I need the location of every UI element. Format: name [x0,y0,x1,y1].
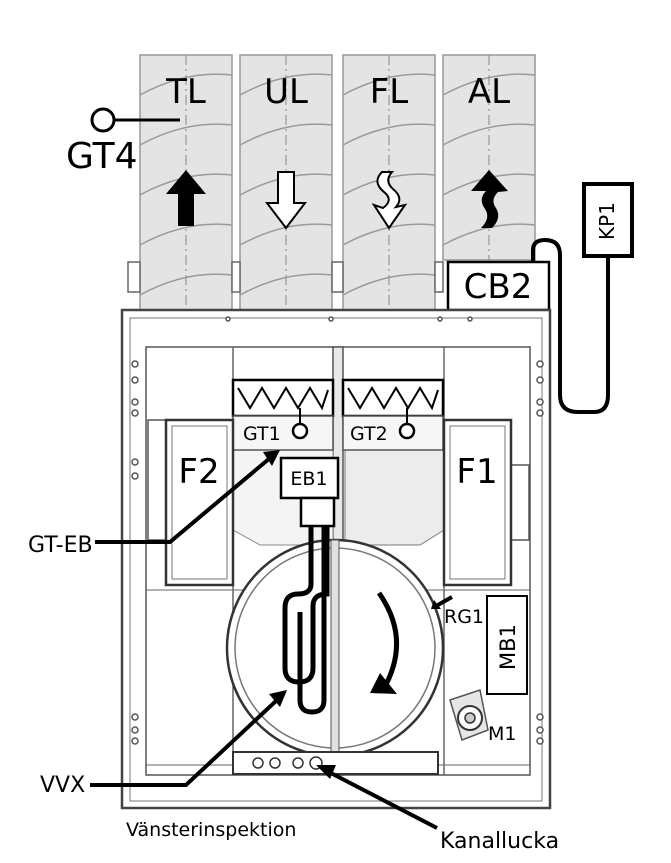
vvx-label: VVX [40,773,85,798]
arrow-down-outline-icon [264,171,308,230]
fan-f2: F2 [147,418,235,587]
kp1-hose [531,237,610,414]
mounting-rail [127,261,444,293]
duct-label-ul: UL [264,72,308,112]
kanallucka-label: Kanallucka [440,829,559,854]
gt1-sensor-icon [291,422,309,440]
f1-label: F1 [456,452,497,492]
rg1-label: RG1 [444,606,484,628]
gt4-sensor: GT4 [66,107,180,177]
kp1-label: KP1 [595,202,619,240]
caption: Vänsterinspektion [126,819,296,841]
mb1-label: MB1 [496,624,520,670]
arrow-up-wavy-solid-icon [471,170,508,228]
cb2-label: CB2 [464,267,533,307]
duct-al: AL [442,54,536,261]
duct-label-al: AL [468,72,510,112]
cb2-box: CB2 [446,260,551,312]
eb1-label: EB1 [290,468,327,490]
heater-right: GT2 [341,378,445,451]
duct-ul: UL [239,54,333,311]
m1-motor: M1 [449,689,516,745]
arrow-down-wavy-outline-icon [371,171,408,230]
callout-vvx: VVX [40,690,287,798]
gt-eb-label: GT-EB [28,533,93,558]
callout-kanallucka: Kanallucka [316,765,559,854]
gt2-label: GT2 [350,423,388,445]
fan-f1: F1 [442,418,530,587]
heater-left: GT1 [231,378,335,451]
eb1-box: EB1 [279,456,340,528]
kp1-pressure-switch: KP1 [531,182,634,414]
callout-gt-eb: GT-EB [28,450,280,558]
m1-label: M1 [488,723,516,745]
duct-fl: FL [342,54,436,311]
rg1-arrow-icon [435,595,453,608]
duct-label-fl: FL [370,72,409,112]
arrow-up-solid-icon [166,170,206,226]
duct-hatch-panel [232,751,439,775]
gt4-sensor-icon [90,107,116,133]
rotation-arrow-icon [376,591,400,692]
gt1-label: GT1 [243,423,281,445]
mb1-motor-bracket: MB1 [486,595,528,695]
f2-label: F2 [178,452,219,492]
rg1-sensor: RG1 [431,595,484,628]
gt4-label: GT4 [66,136,138,177]
duct-tl: TL [139,54,233,311]
duct-label-tl: TL [165,72,206,112]
gt2-sensor-icon [398,422,416,440]
heater-tube [282,526,330,685]
